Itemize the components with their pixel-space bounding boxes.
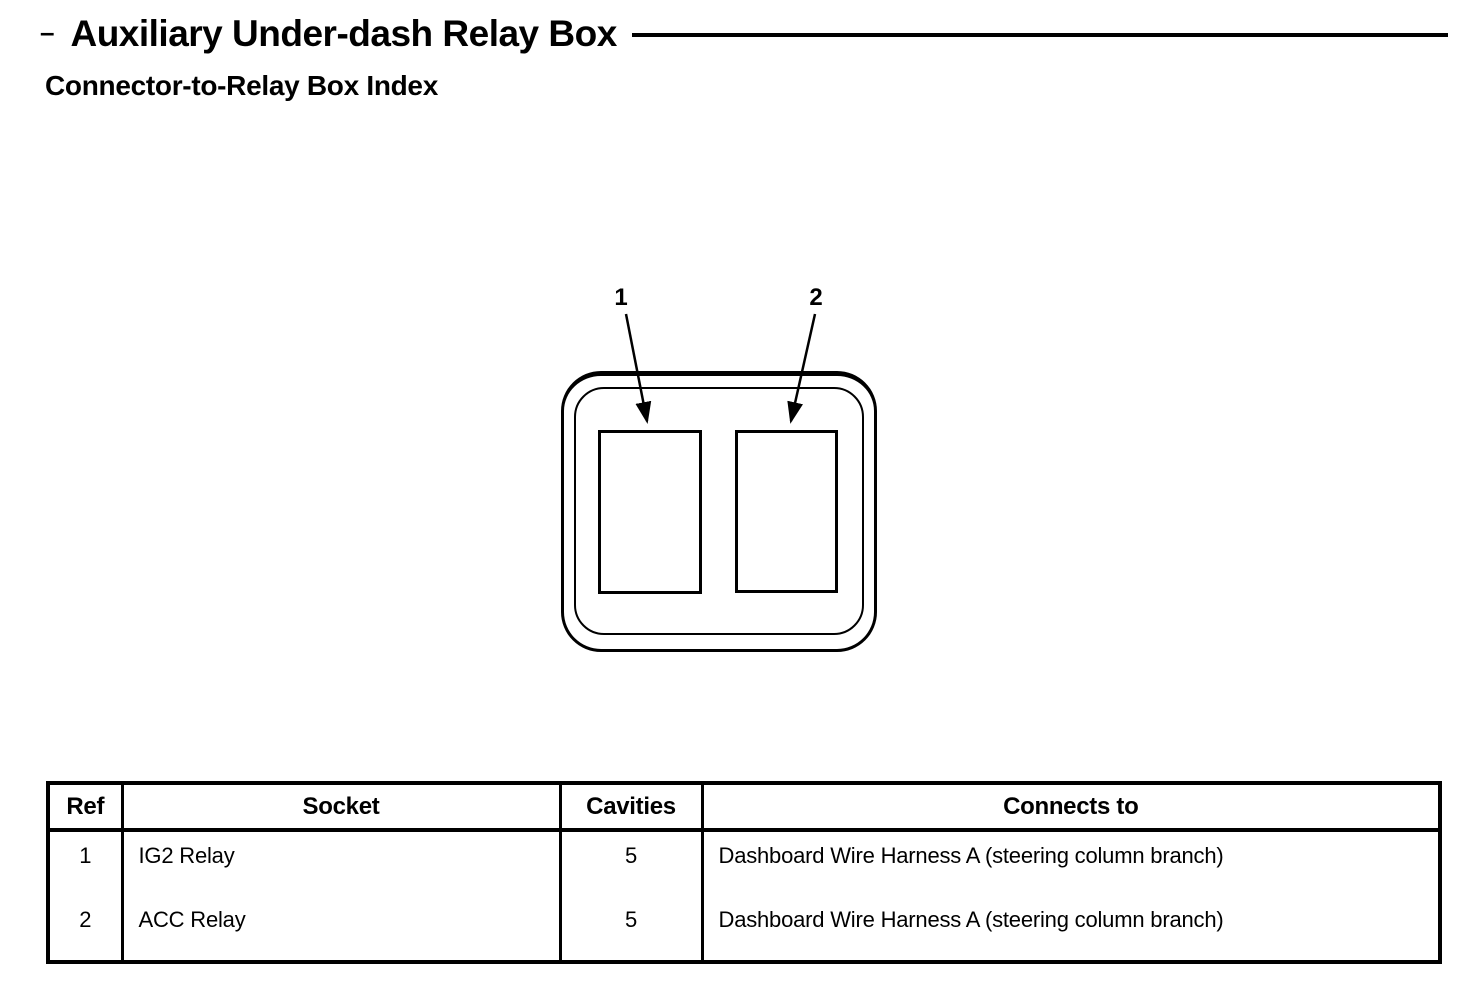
leader-arrows: [624, 313, 817, 424]
cell-connects-to: Dashboard Wire Harness A (steering colum…: [700, 830, 1442, 896]
cell-cavities: 5: [558, 896, 704, 962]
page-header: – Auxiliary Under-dash Relay Box: [40, 12, 1448, 56]
relay-box-outline: [561, 371, 877, 652]
cell-connects-to: Dashboard Wire Harness A (steering colum…: [700, 896, 1442, 962]
relay-socket-2: [735, 430, 838, 593]
column-header-ref: Ref: [46, 781, 124, 832]
page-title: Auxiliary Under-dash Relay Box: [70, 13, 617, 54]
title-dash: –: [40, 17, 55, 48]
page-subtitle: Connector-to-Relay Box Index: [45, 70, 438, 101]
cell-ref: 2: [46, 896, 124, 962]
table-header-row: Ref Socket Cavities Connects to: [46, 781, 1442, 832]
leader-arrow-2: [787, 313, 817, 424]
cell-socket: ACC Relay: [120, 896, 562, 962]
column-header-cavities: Cavities: [558, 781, 704, 832]
relay-socket-1: [598, 430, 702, 594]
table-row: 2 ACC Relay 5 Dashboard Wire Harness A (…: [46, 896, 1442, 962]
connector-index-table: Ref Socket Cavities Connects to 1 IG2 Re…: [46, 781, 1442, 964]
cell-cavities: 5: [558, 830, 704, 896]
title-rule: [631, 33, 1448, 38]
column-header-socket: Socket: [120, 781, 562, 832]
callout-label-2: 2: [809, 284, 823, 311]
cell-ref: 1: [46, 830, 124, 896]
table-row: 1 IG2 Relay 5 Dashboard Wire Harness A (…: [46, 830, 1442, 896]
cell-socket: IG2 Relay: [120, 830, 562, 896]
leader-arrow-1: [624, 313, 652, 424]
callout-label-1: 1: [614, 284, 628, 311]
column-header-connects-to: Connects to: [700, 781, 1442, 832]
relay-box-inner-outline: [574, 387, 864, 635]
